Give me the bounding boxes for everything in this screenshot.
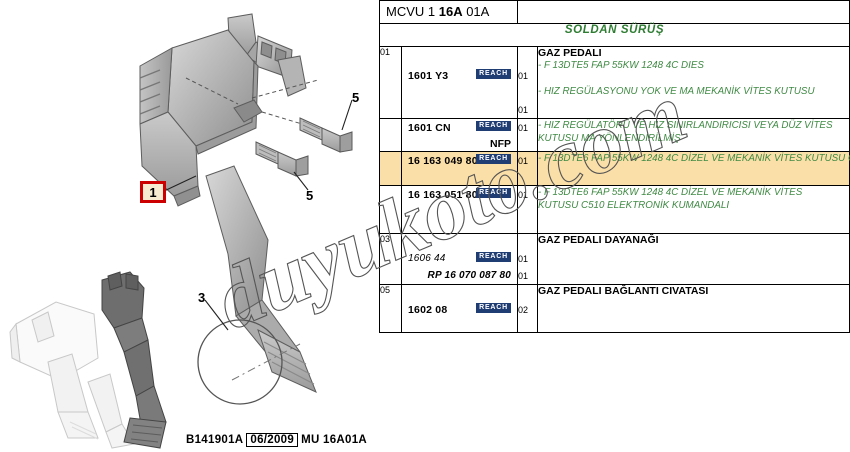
footer-date: 06/2009 [246,433,299,447]
group-cell: 05 [379,284,402,333]
reference-code-cell: MCVU 1 16A 01A [379,0,518,24]
leader-1 [161,175,197,193]
footer-drawing-no: B141901A [186,434,244,446]
quantity-cell: 01 [517,185,538,234]
quantity-value: 02 [518,304,529,315]
description-title: GAZ PEDALI [538,47,602,59]
group-cell [379,118,402,152]
callout-3-label: 3 [198,290,206,305]
parts-table-pane: MCVU 1 16A 01A SOLDAN SÜRÜŞ 01 1601 Y3 R… [379,0,850,451]
description-variant: - F 13DTE6 FAP 55KW 1248 4C DİZEL VE MEK… [538,153,850,164]
reach-badge: REACH [476,303,511,313]
reference-number: RP 16 070 087 80 [427,270,511,281]
description-cell: GAZ PEDALI DAYANAĞI [537,233,850,285]
pedal-assembly-drawing [139,13,353,405]
quantity-value: 01 [518,70,529,81]
leader-5-upper [341,99,353,131]
description-cell: GAZ PEDALI - F 13DTE5 FAP 55KW 1248 4C D… [537,46,850,119]
table-caption-row: MCVU 1 16A 01A [379,0,850,24]
quantity-value: 01 [518,253,529,264]
reference-cell: 16 163 051 80 REACH [401,185,518,234]
callout-5-lower[interactable]: 5 [306,188,313,203]
group-cell: 03 [379,233,402,285]
description-cell: - HIZ REGÜLATÖRÜ VE HIZ SINIRLANDIRICISI… [537,118,850,152]
quantity-value: 01 [518,189,529,200]
table-row-highlighted[interactable]: 16 163 049 80 REACH 01 - F 13DTE6 FAP 55… [379,151,850,186]
detail-circle [197,319,283,405]
description-cell: - F 13DTE6 FAP 55KW 1248 4C DİZEL VE MEK… [537,185,850,234]
pedal-box-inset [9,271,167,449]
table-row[interactable]: 05 1602 08 REACH 02 GAZ PEDALI BAĞLANTI … [379,284,850,333]
bolt-upper [299,117,353,153]
reference-cell: 1601 Y3 REACH [401,46,518,119]
reach-badge: REACH [476,121,511,131]
description-variant: - F 13DTE6 FAP 55KW 1248 4C DİZEL VE MEK… [538,187,803,211]
group-cell [379,151,402,186]
table-subtitle-row: SOLDAN SÜRÜŞ [379,23,850,47]
table-row[interactable]: 1601 CN REACH NFP 01 - HIZ REGÜLATÖRÜ VE… [379,118,850,152]
quantity-cell: 01 [517,151,538,186]
reference-cell: 1602 08 REACH [401,284,518,333]
leader-5-lower [293,171,309,191]
description-variant: - HIZ REGÜLATÖRÜ VE HIZ SINIRLANDIRICISI… [538,120,833,144]
reference-number: 1602 08 [408,303,448,316]
callout-3[interactable]: 3 [198,290,205,305]
reach-badge: REACH [476,188,511,198]
table-row[interactable]: 03 1606 44 REACH RP 16 070 087 80 01 01 [379,233,850,285]
reach-badge: REACH [476,69,511,79]
subtitle-text: SOLDAN SÜRÜŞ [564,24,665,36]
reference-entry[interactable]: 1601 CN REACH [402,119,517,136]
group-cell [379,185,402,234]
reference-cell: 1601 CN REACH NFP [401,118,518,152]
table-row[interactable]: 01 1601 Y3 REACH 01 01 G [379,46,850,119]
subtitle-cell: SOLDAN SÜRÜŞ [379,23,850,47]
footer-sheet: MU 16A01A [301,434,368,446]
reach-badge: REACH [476,252,511,262]
table-row[interactable]: 16 163 051 80 REACH 01 - F 13DTE6 FAP 55… [379,185,850,234]
quantity-value: 01 [518,270,529,281]
reference-entry[interactable]: RP 16 070 087 80 [402,267,517,284]
quantity-value: 01 [518,155,529,166]
reference-entry[interactable]: 1601 Y3 REACH [402,67,517,84]
reference-cell: 1606 44 REACH RP 16 070 087 80 [401,233,518,285]
reference-entry[interactable]: 16 163 051 80 REACH [402,186,517,203]
quantity-cell: 01 01 [517,46,538,119]
callout-1[interactable]: 1 [140,181,166,203]
callout-5-upper[interactable]: 5 [352,90,359,105]
description-cell: - F 13DTE6 FAP 55KW 1248 4C DİZEL VE MEK… [537,151,850,186]
description-variant: - HIZ REGÜLASYONU YOK VE MA MEKANİK VİTE… [538,86,815,97]
nfp-label: NFP [490,137,511,150]
reference-entry[interactable]: 16 163 049 80 REACH [402,152,517,169]
reference-number: 16 163 051 80 [408,188,478,201]
parts-table: MCVU 1 16A 01A SOLDAN SÜRÜŞ 01 1601 Y3 R… [379,0,850,333]
quantity-cell: 01 [517,118,538,152]
leader-3 [204,299,229,331]
quantity-value: 01 [518,104,529,115]
reference-entry[interactable]: 1606 44 REACH [402,250,517,267]
reference-entry[interactable]: 1602 08 REACH [402,301,517,318]
quantity-cell: 02 [517,284,538,333]
group-cell: 01 [379,46,402,119]
reference-number: 1601 Y3 [408,69,449,82]
callout-1-label: 1 [149,184,157,200]
reference-number: 1601 CN [408,121,451,134]
callout-5-upper-label: 5 [352,90,360,105]
description-title: GAZ PEDALI DAYANAĞI [538,234,659,246]
bolt-lower [255,141,309,177]
reference-code: MCVU 1 16A 01A [386,4,490,19]
description-title: GAZ PEDALI BAĞLANTI CIVATASI [538,285,709,297]
caption-blank-cell [517,0,850,24]
quantity-cell: 01 01 [517,233,538,285]
callout-5-lower-label: 5 [306,188,314,203]
reference-number: 1606 44 [408,253,446,264]
quantity-value: 01 [518,122,529,133]
reference-cell: 16 163 049 80 REACH [401,151,518,186]
reach-badge: REACH [476,154,511,164]
description-variant: - F 13DTE5 FAP 55KW 1248 4C DIES [538,60,704,71]
reference-number: 16 163 049 80 [408,154,478,167]
description-cell: GAZ PEDALI BAĞLANTI CIVATASI [537,284,850,333]
